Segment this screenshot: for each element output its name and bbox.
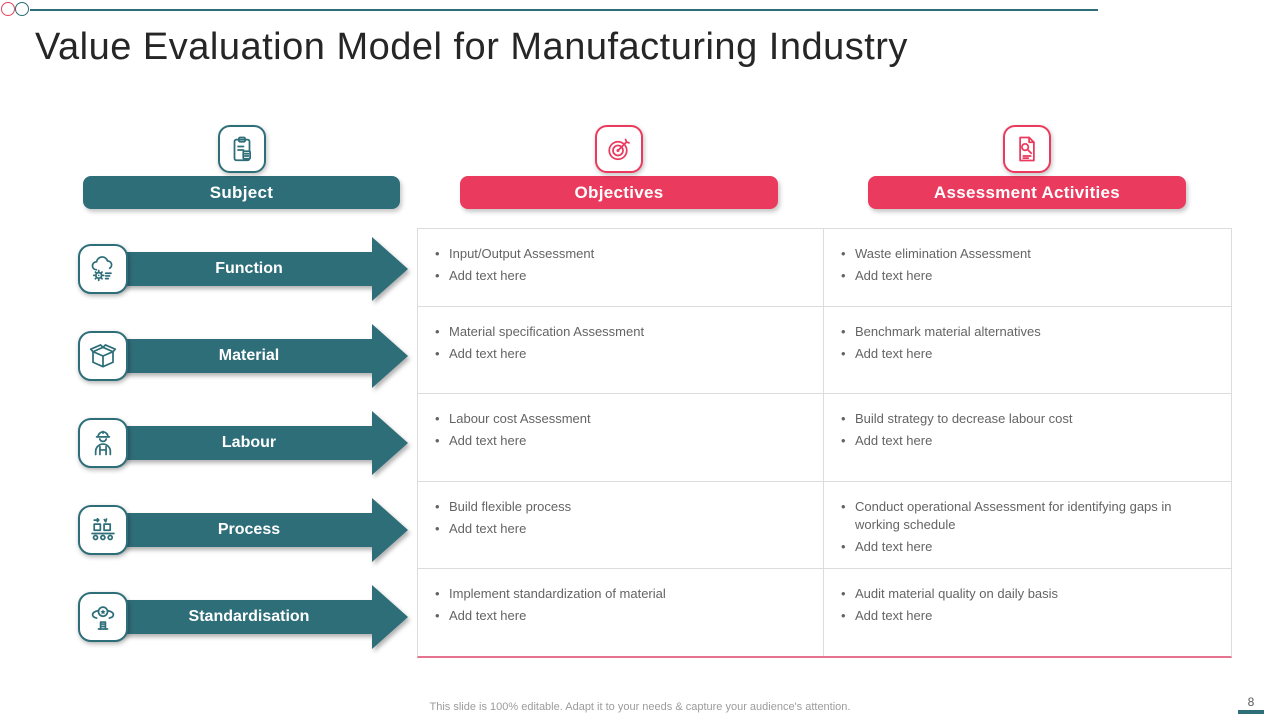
page-number: 8 xyxy=(1237,695,1265,714)
slide-title[interactable]: Value Evaluation Model for Manufacturing… xyxy=(35,26,908,68)
arrow-head xyxy=(372,498,408,562)
worker-hardhat-icon xyxy=(78,418,128,468)
function-arrow: Function xyxy=(116,237,408,301)
subject-row-material[interactable]: Material xyxy=(78,324,408,388)
arrow-head xyxy=(372,585,408,649)
clipboard-checklist-icon xyxy=(217,125,266,173)
bullet-text: Input/Output Assessment xyxy=(432,245,803,263)
award-ribbon-icon xyxy=(78,592,128,642)
activities-cell-process[interactable]: Conduct operational Assessment for ident… xyxy=(823,482,1231,568)
activities-cell-function[interactable]: Waste elimination Assessment Add text he… xyxy=(823,229,1231,306)
page-number-value: 8 xyxy=(1247,695,1255,709)
bullet-text: Build flexible process xyxy=(432,498,803,516)
subject-row-labour[interactable]: Labour xyxy=(78,411,408,475)
activities-cell-labour[interactable]: Build strategy to decrease labour cost A… xyxy=(823,394,1231,481)
material-arrow: Material xyxy=(116,324,408,388)
bullet-text: Benchmark material alternatives xyxy=(838,323,1211,341)
subject-label-process: Process xyxy=(217,521,281,538)
subject-label-function: Function xyxy=(215,260,283,277)
activities-cell-material[interactable]: Benchmark material alternatives Add text… xyxy=(823,307,1231,393)
objectives-header-label: Objectives xyxy=(574,182,664,202)
bullet-text: Waste elimination Assessment xyxy=(838,245,1211,263)
decor-top-line xyxy=(30,9,1098,11)
bullet-text: Conduct operational Assessment for ident… xyxy=(838,498,1211,534)
subject-header-label: Subject xyxy=(209,182,274,202)
table-row-material: Material specification Assessment Add te… xyxy=(418,306,1231,393)
bullet-text: Add text here xyxy=(838,267,1211,285)
table-row-labour: Labour cost Assessment Add text here Bui… xyxy=(418,393,1231,481)
bullet-text: Add text here xyxy=(432,607,803,625)
standardisation-arrow: Standardisation xyxy=(116,585,408,649)
target-arrow-icon xyxy=(595,125,643,173)
bullet-text: Add text here xyxy=(432,345,803,363)
labour-arrow: Labour xyxy=(116,411,408,475)
objectives-header-bar[interactable]: Objectives xyxy=(460,176,778,209)
bullet-text: Add text here xyxy=(432,267,803,285)
subject-label-labour: Labour xyxy=(221,434,277,451)
conveyor-belt-icon xyxy=(78,505,128,555)
bullet-text: Implement standardization of material xyxy=(432,585,803,603)
subject-row-function[interactable]: Function xyxy=(78,237,408,301)
footer-note[interactable]: This slide is 100% editable. Adapt it to… xyxy=(429,701,851,713)
subject-list: Function Material xyxy=(78,237,408,672)
column-header-objectives[interactable]: Objectives xyxy=(460,125,778,209)
table-row-standardisation: Implement standardization of material Ad… xyxy=(418,568,1231,656)
objectives-cell-process[interactable]: Build flexible process Add text here xyxy=(418,482,823,568)
table-row-process: Build flexible process Add text here Con… xyxy=(418,481,1231,568)
bullet-text: Material specification Assessment xyxy=(432,323,803,341)
table-row-function: Input/Output Assessment Add text here Wa… xyxy=(418,229,1231,306)
subject-row-process[interactable]: Process xyxy=(78,498,408,562)
objectives-cell-material[interactable]: Material specification Assessment Add te… xyxy=(418,307,823,393)
decor-circle-teal xyxy=(15,2,29,16)
cloud-gear-icon xyxy=(78,244,128,294)
bullet-text: Add text here xyxy=(838,345,1211,363)
bullet-text: Audit material quality on daily basis xyxy=(838,585,1211,603)
decor-circle-pink xyxy=(1,2,15,16)
open-box-icon xyxy=(78,331,128,381)
arrow-head xyxy=(372,411,408,475)
objectives-cell-standardisation[interactable]: Implement standardization of material Ad… xyxy=(418,569,823,656)
subject-row-standardisation[interactable]: Standardisation xyxy=(78,585,408,649)
subject-label-standardisation: Standardisation xyxy=(188,608,310,625)
evaluation-table: Input/Output Assessment Add text here Wa… xyxy=(417,228,1232,658)
bullet-text: Add text here xyxy=(432,520,803,538)
assessment-activities-header-label: Assessment Activities xyxy=(933,182,1121,202)
page-number-underline xyxy=(1238,710,1264,714)
bullet-text: Build strategy to decrease labour cost xyxy=(838,410,1211,428)
bullet-text: Add text here xyxy=(838,607,1211,625)
assessment-activities-header-bar[interactable]: Assessment Activities xyxy=(868,176,1186,209)
arrow-head xyxy=(372,237,408,301)
objectives-cell-function[interactable]: Input/Output Assessment Add text here xyxy=(418,229,823,306)
bullet-text: Add text here xyxy=(838,538,1211,556)
process-arrow: Process xyxy=(116,498,408,562)
activities-cell-standardisation[interactable]: Audit material quality on daily basis Ad… xyxy=(823,569,1231,656)
arrow-head xyxy=(372,324,408,388)
bullet-text: Labour cost Assessment xyxy=(432,410,803,428)
bullet-text: Add text here xyxy=(432,432,803,450)
objectives-cell-labour[interactable]: Labour cost Assessment Add text here xyxy=(418,394,823,481)
document-magnifier-icon xyxy=(1003,125,1051,173)
bullet-text: Add text here xyxy=(838,432,1211,450)
subject-label-material: Material xyxy=(218,347,280,364)
column-header-assessment-activities[interactable]: Assessment Activities xyxy=(868,125,1186,209)
subject-header-bar[interactable]: Subject xyxy=(83,176,400,209)
column-header-subject[interactable]: Subject xyxy=(83,125,400,209)
